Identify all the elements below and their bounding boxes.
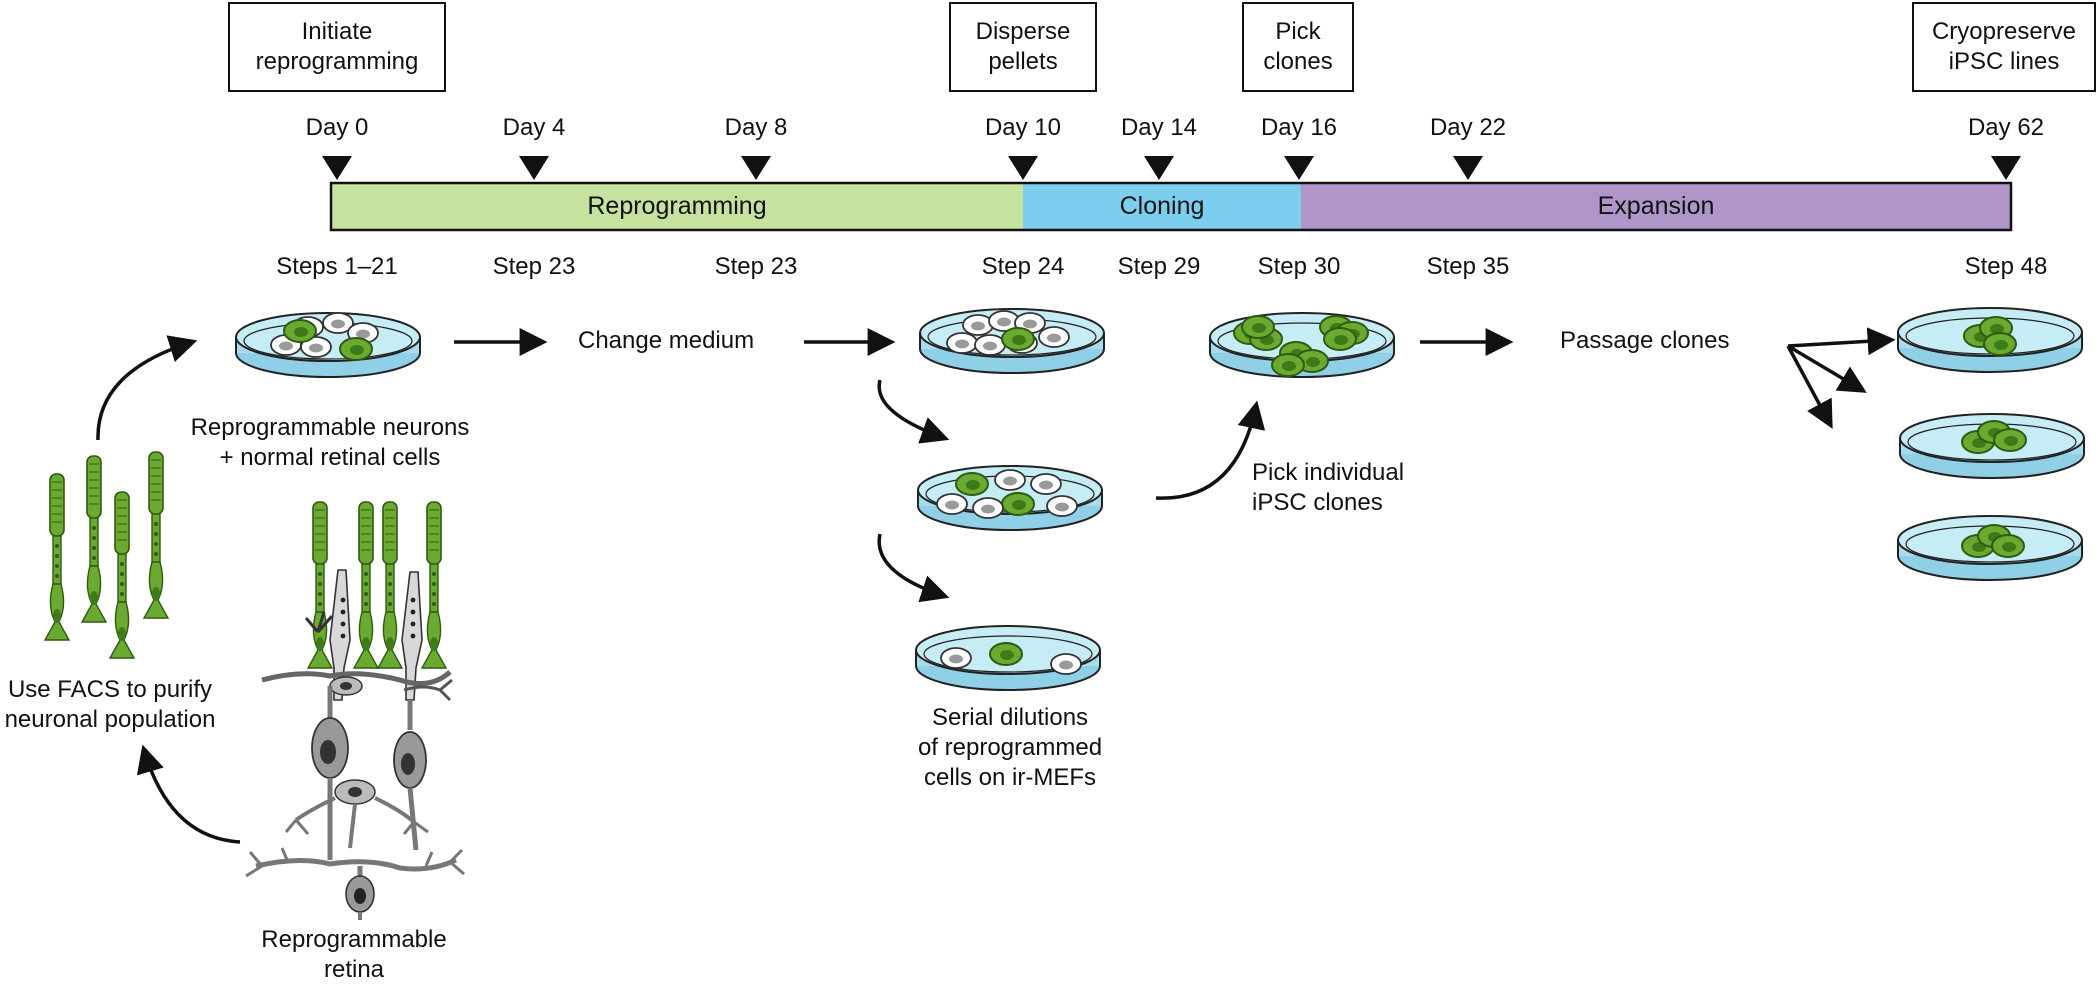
day-label: Day 10 <box>984 114 1062 141</box>
phase-expansion: Expansion <box>1301 183 2011 230</box>
action-line: iPSC lines <box>1948 48 2060 75</box>
day-markers <box>322 156 2021 180</box>
action-line: reprogramming <box>255 48 419 75</box>
step-label: Step 23 <box>714 253 798 280</box>
step-label: Step 30 <box>1257 253 1341 280</box>
pick-label-line1: Pick individual <box>1252 459 1405 486</box>
arrow-curve-pick <box>1155 400 1266 500</box>
day-label: Day 22 <box>1429 114 1507 141</box>
action-box-disperse: Disperse pellets <box>949 2 1097 92</box>
step-label: Step 35 <box>1426 253 1510 280</box>
neurons-label-line2: + normal retinal cells <box>219 444 441 471</box>
pick-label-line2: iPSC clones <box>1252 489 1383 516</box>
arrow-expansion-1 <box>1787 327 1896 356</box>
day-label: Day 8 <box>724 114 788 141</box>
arrow-curve-to-facs <box>136 744 241 844</box>
dish-dilution-2 <box>915 625 1101 691</box>
step-label: Step 24 <box>981 253 1065 280</box>
passage-clones-label: Passage clones <box>1560 327 1730 354</box>
day-label: Day 0 <box>305 114 369 141</box>
dish-dilution-1 <box>917 465 1103 531</box>
step-label: Step 29 <box>1117 253 1201 280</box>
action-box-cryopreserve: Cryopreserve iPSC lines <box>1912 2 2096 92</box>
day-label: Day 62 <box>1967 114 2045 141</box>
action-line: clones <box>1263 48 1333 75</box>
day-label: Day 16 <box>1260 114 1338 141</box>
day-label: Day 4 <box>502 114 566 141</box>
arrow-curve-to-dish <box>96 335 198 441</box>
arrow-expansion-2 <box>1787 344 1867 393</box>
serial-label-line3: cells on ir-MEFs <box>923 764 1097 791</box>
phase-reprogramming: Reprogramming <box>331 183 1023 230</box>
action-line: Pick <box>1275 18 1321 45</box>
facs-label-line2: neuronal population <box>4 706 216 733</box>
retina-label-line1: Reprogrammable <box>261 926 447 953</box>
purified-rods <box>44 451 169 659</box>
neurons-label-line1: Reprogrammable neurons <box>190 414 470 441</box>
day-label: Day 14 <box>1120 114 1198 141</box>
action-box-pick: Pick clones <box>1242 2 1354 92</box>
action-line: pellets <box>988 48 1058 75</box>
step-label: Steps 1–21 <box>276 253 398 280</box>
arrow-expansion-3 <box>1786 345 1833 429</box>
timeline-bar <box>329 181 2013 232</box>
arrow-curve-dilution-1 <box>877 379 950 444</box>
serial-label-line2: of reprogrammed <box>917 734 1103 761</box>
dish-expansion-2 <box>1899 413 2085 479</box>
arrow-curve-dilution-2 <box>877 533 950 603</box>
dish-dispersed <box>919 308 1105 374</box>
dish-initial <box>235 312 421 378</box>
dish-clones <box>1209 312 1395 378</box>
action-line: Disperse <box>975 18 1071 45</box>
retina-label-line2: retina <box>323 956 385 983</box>
dish-expansion-1 <box>1897 307 2083 373</box>
action-line: Cryopreserve <box>1931 18 2077 45</box>
change-medium-label: Change medium <box>578 327 755 354</box>
dish-expansion-3 <box>1897 515 2083 581</box>
step-label: Step 23 <box>492 253 576 280</box>
action-box-initiate: Initiate reprogramming <box>228 2 446 92</box>
action-line: Initiate <box>301 18 373 45</box>
serial-label-line1: Serial dilutions <box>931 704 1089 731</box>
retina-illustration <box>245 501 465 920</box>
step-label: Step 48 <box>1964 253 2048 280</box>
phase-cloning: Cloning <box>1023 183 1301 230</box>
facs-label-line1: Use FACS to purify <box>7 676 213 703</box>
